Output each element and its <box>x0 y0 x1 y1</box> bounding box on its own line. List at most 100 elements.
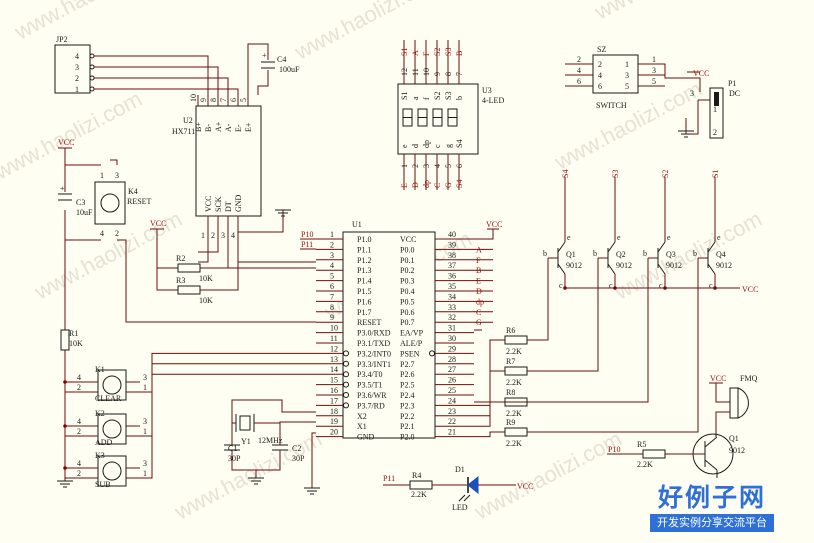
q-ref: Q3 <box>666 250 676 259</box>
q-collector-pin: c <box>709 281 713 290</box>
net-p10-label: P10 <box>301 230 313 239</box>
net-p11-label: P11 <box>301 240 313 249</box>
c4-ref: C4 <box>277 55 286 64</box>
base-resistor <box>504 335 528 345</box>
u3-top-pin: 12 <box>400 68 409 76</box>
reset-vcc-label: VCC <box>58 138 74 147</box>
q-base-pin: b <box>643 249 647 258</box>
base-resistor-value: 2.2K <box>506 347 522 356</box>
digit-drive-transistors: S4becQ19012S3becQ29012S2becQ39012S1becQ4… <box>543 170 732 290</box>
k4-name: RESET <box>127 197 152 206</box>
u1-pin-name: GND <box>357 433 375 442</box>
c4-capacitor: C4 100uF + <box>247 43 300 95</box>
key-pin: 2 <box>77 469 81 478</box>
u1-pin-name: P1.4 <box>357 277 371 286</box>
key-pin: 4 <box>77 417 81 426</box>
u3-top-pin: 8 <box>444 72 453 76</box>
base-resistor <box>504 427 528 437</box>
q-ref: Q1 <box>566 250 576 259</box>
base-resistor-value: 2.2K <box>506 378 522 387</box>
watermark-text: www.haolizi.com <box>590 0 746 25</box>
u1-pin-name: P3.7/RD <box>357 401 385 410</box>
q-collector-net: S4 <box>561 170 570 178</box>
p1-pin-2: 2 <box>713 128 717 137</box>
u3-bot-net: dp <box>422 180 431 188</box>
u2-pin-name: GND <box>234 194 243 212</box>
u1-ref: U1 <box>352 220 362 229</box>
sz-left-num: 6 <box>577 77 581 86</box>
u1-pin-name: P2.3 <box>400 401 414 410</box>
crystal-oscillator: Y1 12MHz C1 30P C2 30P <box>224 399 316 485</box>
u1-pin-number: 30 <box>448 334 456 343</box>
u1-pin-number: 23 <box>448 407 456 416</box>
u1-pin-name: P1.1 <box>357 245 371 254</box>
u2-hx711: U2 HX711 10B+9B-8A+7A-6E-5E+VCC1SCK2DT3G… <box>172 94 291 263</box>
y1-value: 12MHz <box>258 436 283 445</box>
u1-pin-number: 19 <box>330 417 338 426</box>
sz-right-num: 5 <box>652 77 656 86</box>
key-ref: K2 <box>95 409 105 418</box>
r3-ref: R3 <box>176 276 185 285</box>
q-emitter-pin: e <box>717 233 721 242</box>
svg-text:+: + <box>60 184 65 193</box>
u1-pin-name: P0.6 <box>400 308 414 317</box>
u1-pin-name: P2.4 <box>400 391 414 400</box>
q-type: 9012 <box>616 261 632 270</box>
key-pin: 2 <box>77 427 81 436</box>
u1-pin-number: 11 <box>330 334 338 343</box>
u3-top-net: A <box>411 50 420 56</box>
u1-pin-number: 20 <box>330 428 338 437</box>
u2-pin-number: 2 <box>211 231 215 240</box>
u1-pin-number: 21 <box>448 428 456 437</box>
u2-pin-name: SCK <box>214 196 223 212</box>
q-base-pin: b <box>593 249 597 258</box>
logo-subtitle: 开发实例分享交流平台 <box>650 514 774 532</box>
u1-pin-number: 9 <box>330 313 334 322</box>
u2-pin-number: 7 <box>219 98 228 102</box>
u1-pin-number: 6 <box>330 282 334 291</box>
u3-bot-inner: g <box>444 144 453 148</box>
key-pin: 3 <box>143 459 147 468</box>
u2-pin-number: 5 <box>239 98 248 102</box>
u2-pin-name: A+ <box>214 121 223 132</box>
u1-pin-name: P2.0 <box>400 433 414 442</box>
u1-pin-name: P0.7 <box>400 318 414 327</box>
u2-pin-name: E+ <box>244 122 253 132</box>
site-logo[interactable]: 好例子网 开发实例分享交流平台 <box>642 478 782 536</box>
sz-inner-right: 1 <box>625 60 629 69</box>
u3-top-inner: S1 <box>400 92 409 100</box>
r2-ref: R2 <box>176 254 185 263</box>
u1-body <box>342 231 436 439</box>
u1-pin-name: P0.3 <box>400 277 414 286</box>
key-pin: 1 <box>143 383 147 392</box>
key-cap <box>102 375 122 395</box>
sz-vcc-label: VCC <box>693 69 709 78</box>
sz-ref: SZ <box>597 45 606 54</box>
u2-pin-number: 10 <box>189 94 198 102</box>
u3-bot-pin: 5 <box>444 164 453 168</box>
u1-pin-name: P3.5/T1 <box>357 381 383 390</box>
u3-top-net: F <box>422 51 431 56</box>
sz-inner-left: 6 <box>598 82 602 91</box>
jp2-connector: JP2 4 3 2 1 <box>54 35 239 95</box>
q-base-pin: b <box>543 249 547 258</box>
u1-pin-name: P0.4 <box>400 287 414 296</box>
u1-pin-name: EA/VP <box>400 329 424 338</box>
u1-pin-name: ALE/P <box>400 339 423 348</box>
u2-pin-number: 4 <box>231 231 235 240</box>
u1-pin-number: 40 <box>448 230 456 239</box>
k4-pin-3: 3 <box>115 171 119 180</box>
key-pin: 4 <box>77 459 81 468</box>
k4-pin-4: 4 <box>100 229 104 238</box>
q-collector-net: S1 <box>711 170 720 178</box>
watermark-text: www.haolizi.com <box>10 0 166 45</box>
u1-pin-number: 38 <box>448 251 456 260</box>
u1-pin-name: P3.6/WR <box>357 391 387 400</box>
u1-pin-number: 39 <box>448 240 456 249</box>
u1-pin-number: 3 <box>330 251 334 260</box>
u1-pin-name: P1.2 <box>357 256 371 265</box>
u2-pin-name: DT <box>224 201 233 212</box>
q-collector-pin: c <box>609 281 613 290</box>
